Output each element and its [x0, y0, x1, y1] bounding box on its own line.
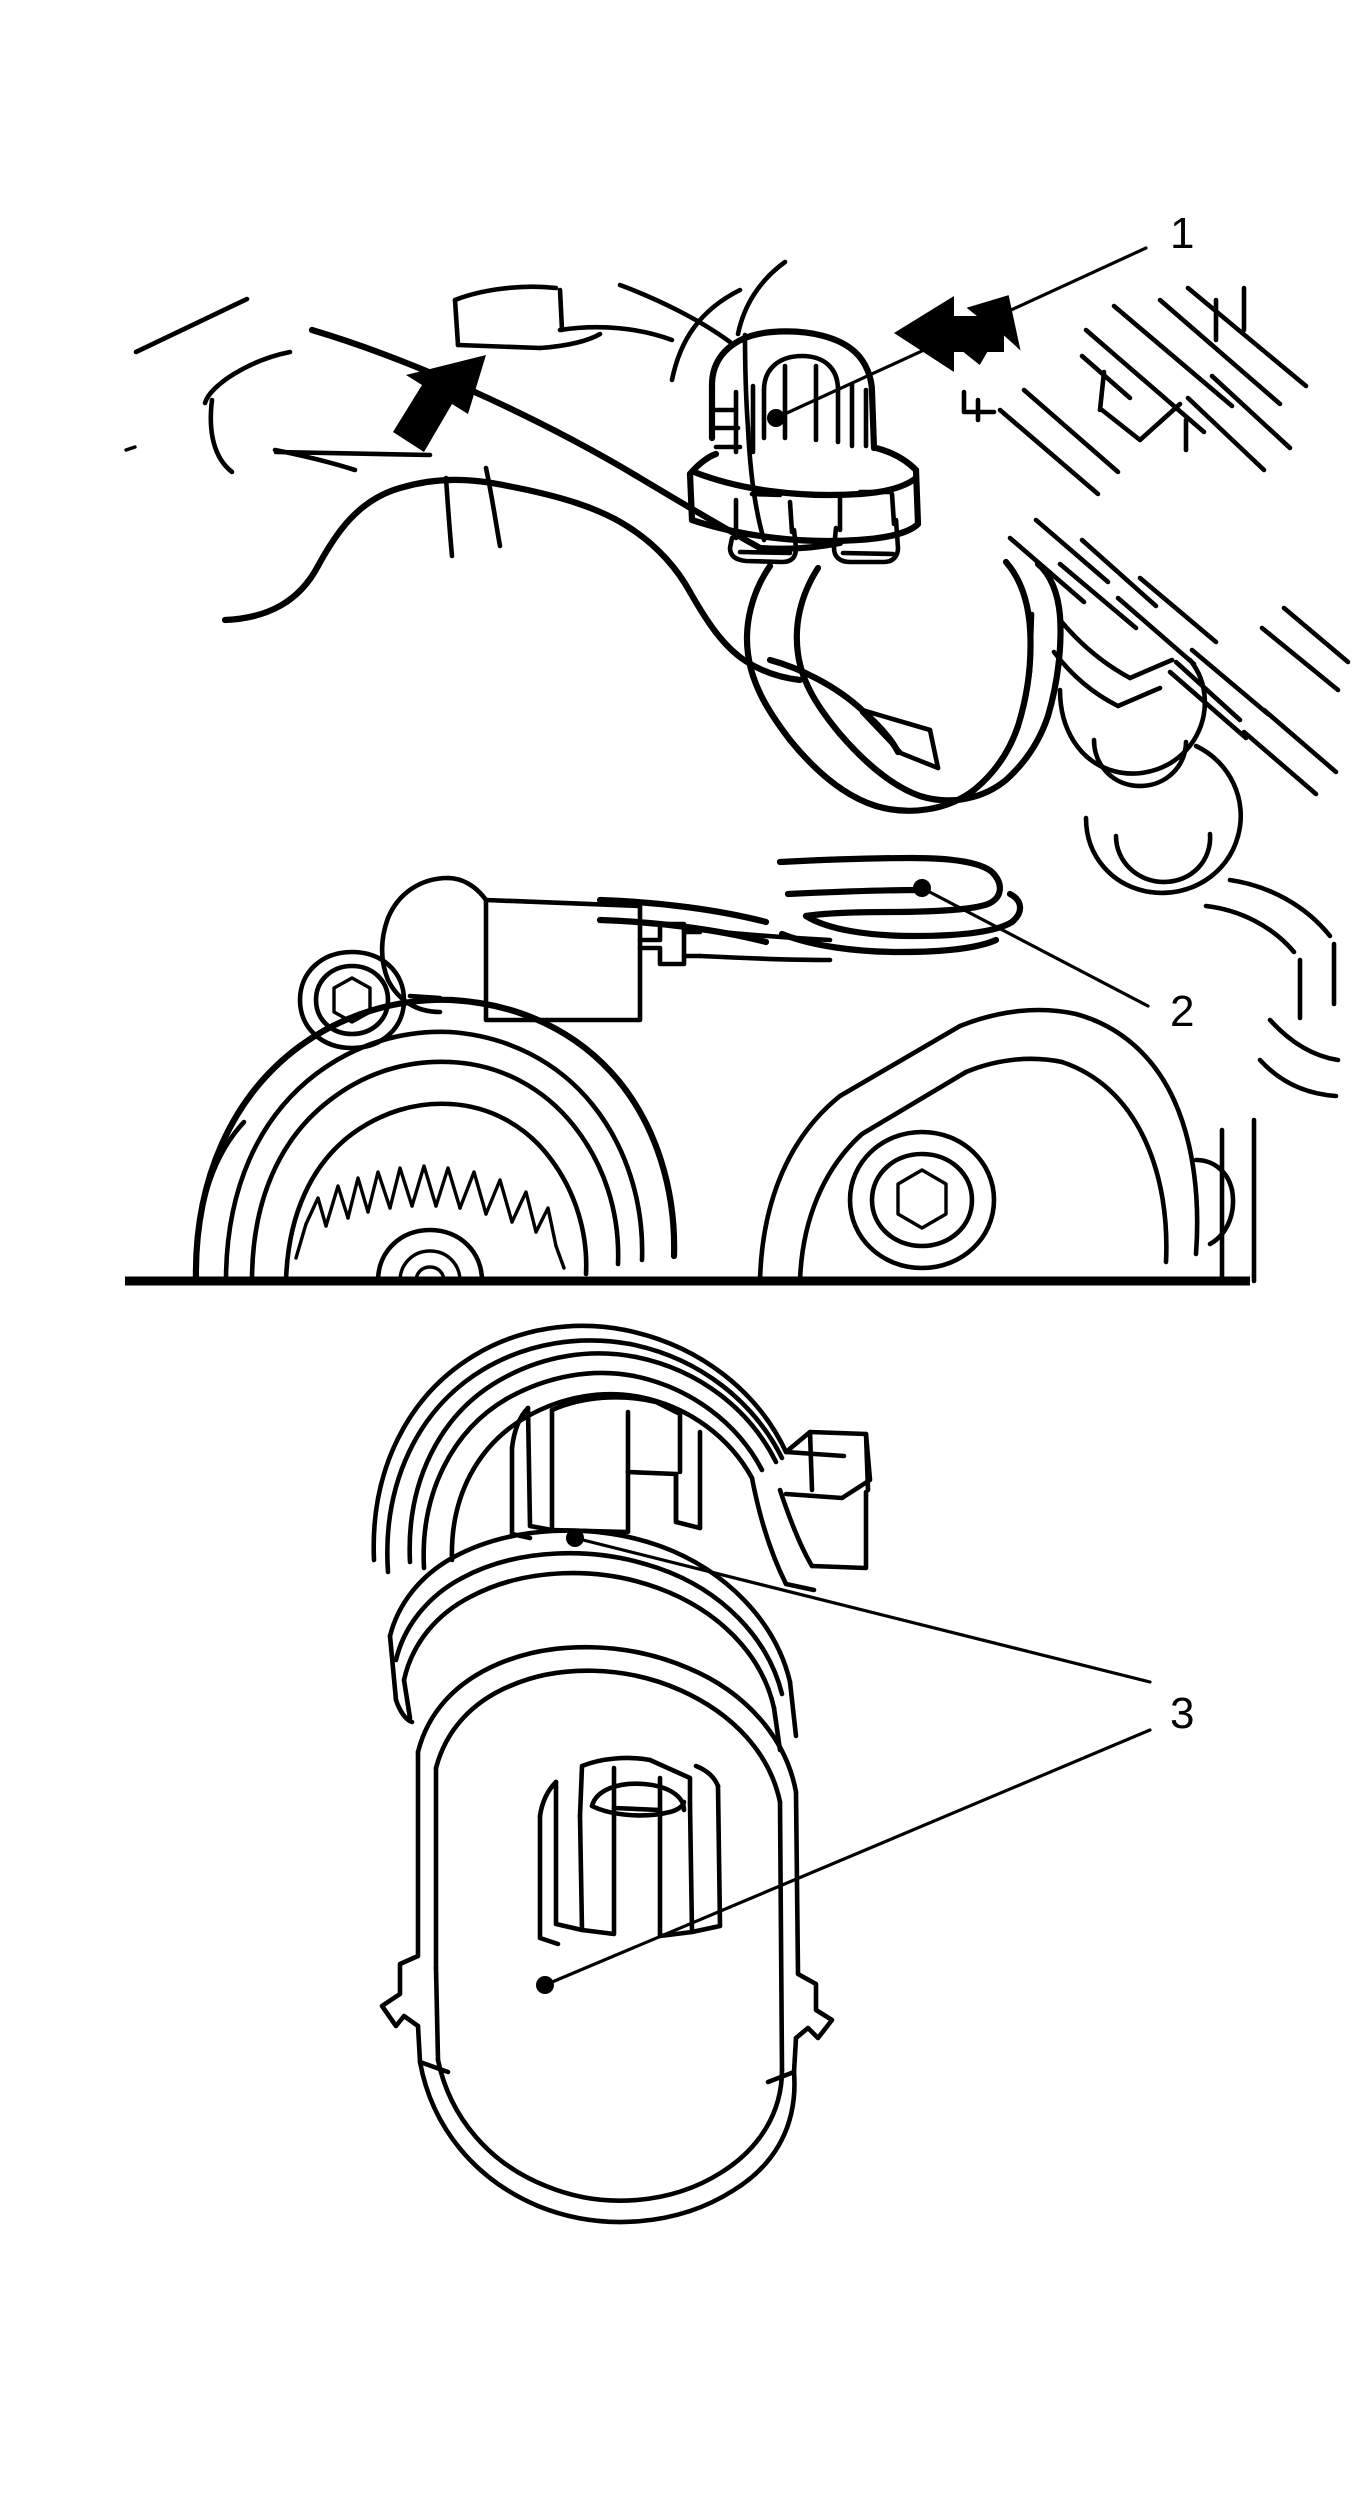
connector-mating-collar: [387, 1528, 799, 1753]
coolant-hose-routing: [596, 558, 1064, 956]
upper-connector-half: [371, 1323, 873, 1593]
gear-teeth: [294, 1164, 566, 1270]
lower-panel-connector-detail: 3: [371, 1323, 1194, 2225]
callout-2-label: 2: [1170, 987, 1194, 1036]
callout-arrow-lower-left: [393, 355, 503, 559]
upper-panel-engine-bay: 1 2: [124, 209, 1351, 1285]
pump-bracket-body: [379, 875, 833, 1023]
callout-3-label: 3: [1170, 1689, 1194, 1738]
lower-connector-half: [379, 1644, 835, 2225]
callout-3-leader-upper: [573, 1536, 1152, 1684]
louver-hatching-right: [997, 285, 1351, 1099]
callout-3: 3: [536, 1529, 1194, 1994]
callout-1-leader: [774, 246, 1148, 420]
callout-1: 1: [767, 209, 1194, 427]
callout-2-leader: [920, 886, 1150, 1008]
callout-3-leader-lower: [543, 1728, 1152, 1987]
callout-2: 2: [913, 879, 1194, 1036]
belt-tensioner-pulley: [192, 949, 678, 1285]
callout-1-label: 1: [1170, 209, 1194, 258]
cap-assembly: [686, 328, 922, 565]
engine-cover-right: [757, 1007, 1257, 1284]
